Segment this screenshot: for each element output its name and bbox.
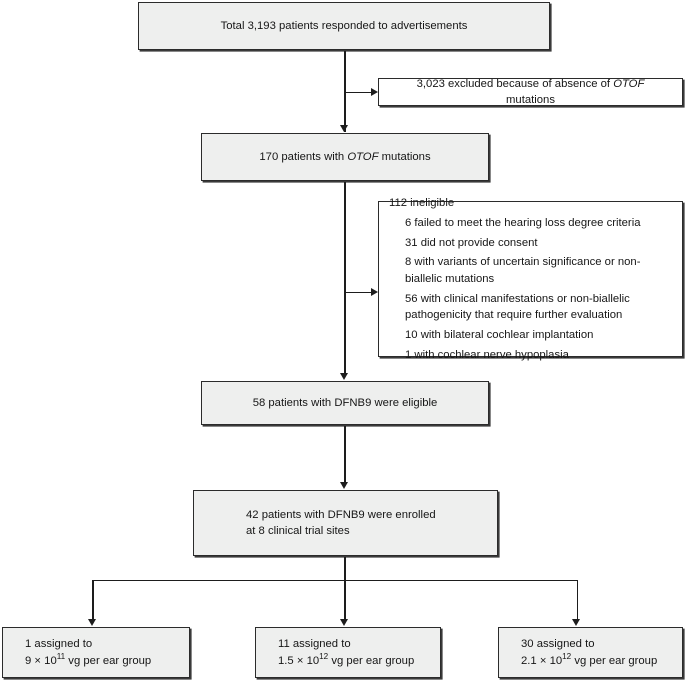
group-3-dose-mantissa: 2.1 × 10 xyxy=(521,654,563,667)
group-2-dose-mantissa: 1.5 × 10 xyxy=(278,654,320,667)
arrowhead-into-enrolled xyxy=(340,482,348,489)
arrowhead-into-group-2 xyxy=(340,619,348,626)
group-1-assigned-label: 1 assigned to xyxy=(25,638,93,651)
node-group-2: 11 assigned to 1.5 × 1012 vg per ear gro… xyxy=(255,627,441,678)
connector-to-group-3 xyxy=(576,580,579,621)
node-excluded-no-otof: 3,023 excluded because of absence of OTO… xyxy=(378,78,683,106)
connector-to-group-2 xyxy=(344,580,346,621)
group-2-dose-exponent: 12 xyxy=(319,651,329,661)
connector-eligible-to-enrolled xyxy=(344,426,346,483)
arrowhead-into-group-1 xyxy=(88,619,96,626)
arrowhead-into-ineligible xyxy=(371,287,378,296)
connector-to-group-1 xyxy=(92,580,94,621)
group-1-dose-mantissa: 9 × 10 xyxy=(25,654,57,667)
ineligible-reason: 6 failed to meet the hearing loss degree… xyxy=(405,216,641,229)
arrowhead-into-excluded xyxy=(371,87,378,96)
node-total-responded-label: Total 3,193 patients responded to advert… xyxy=(220,19,468,32)
connector-enrolled-stem xyxy=(344,557,346,581)
arrowhead-into-with-mutations xyxy=(340,125,348,132)
gene-name-otof: OTOF xyxy=(613,77,645,90)
arrowhead-into-group-3 xyxy=(572,619,581,626)
group-1-dose-exponent: 11 xyxy=(56,651,66,661)
group-2-dose: 1.5 × 1012 vg per ear group xyxy=(278,651,426,669)
node-excluded-suffix: mutations xyxy=(506,94,555,106)
group-1-dose: 9 × 1011 vg per ear group xyxy=(25,651,175,669)
node-ineligible: 112 ineligible 6 failed to meet the hear… xyxy=(378,197,683,361)
node-total-responded: Total 3,193 patients responded to advert… xyxy=(138,2,550,50)
ineligible-reason: 1 with cochlear nerve hypoplasia xyxy=(405,348,569,361)
group-2-assigned-label: 11 assigned to xyxy=(278,638,351,651)
node-enrolled-line1: 42 patients with DFNB9 were enrolled xyxy=(246,508,436,521)
connector-to-excluded xyxy=(345,91,373,94)
node-enrolled-line2: at 8 clinical trial sites xyxy=(246,525,350,537)
ineligible-reason: 10 with bilateral cochlear implantation xyxy=(405,328,594,341)
node-group-3: 30 assigned to 2.1 × 1012 vg per ear gro… xyxy=(498,627,683,678)
group-1-dose-suffix: vg per ear group xyxy=(65,654,152,667)
node-with-otof-prefix: 170 patients with xyxy=(259,150,348,163)
group-3-dose: 2.1 × 1012 vg per ear group xyxy=(521,651,668,669)
ineligible-reason: 8 with variants of uncertain significanc… xyxy=(405,256,641,285)
node-with-otof-suffix: mutations xyxy=(378,150,431,163)
node-enrolled-dfnb9: 42 patients with DFNB9 were enrolled at … xyxy=(193,490,498,556)
group-3-assigned-label: 30 assigned to xyxy=(521,638,595,651)
group-3-dose-exponent: 12 xyxy=(562,651,572,661)
ineligible-reason: 31 did not provide consent xyxy=(405,236,538,249)
node-excluded-prefix: 3,023 excluded because of absence of xyxy=(416,77,614,90)
arrowhead-into-eligible xyxy=(340,373,348,380)
connector-group-distribution-bar xyxy=(92,579,578,582)
group-2-dose-suffix: vg per ear group xyxy=(328,654,415,667)
ineligible-reason: 56 with clinical manifestations or non-b… xyxy=(405,292,630,322)
node-eligible-dfnb9: 58 patients with DFNB9 were eligible xyxy=(201,381,489,425)
node-eligible-label: 58 patients with DFNB9 were eligible xyxy=(252,396,438,409)
group-3-dose-suffix: vg per ear group xyxy=(571,654,658,667)
node-with-otof-mutations: 170 patients with OTOF mutations xyxy=(201,133,489,181)
connector-to-ineligible xyxy=(345,291,373,294)
gene-name-otof: OTOF xyxy=(347,150,379,163)
ineligible-title: 112 ineligible xyxy=(389,196,455,209)
node-group-1: 1 assigned to 9 × 1011 vg per ear group xyxy=(2,627,190,678)
connector-mutations-to-eligible xyxy=(344,182,346,374)
